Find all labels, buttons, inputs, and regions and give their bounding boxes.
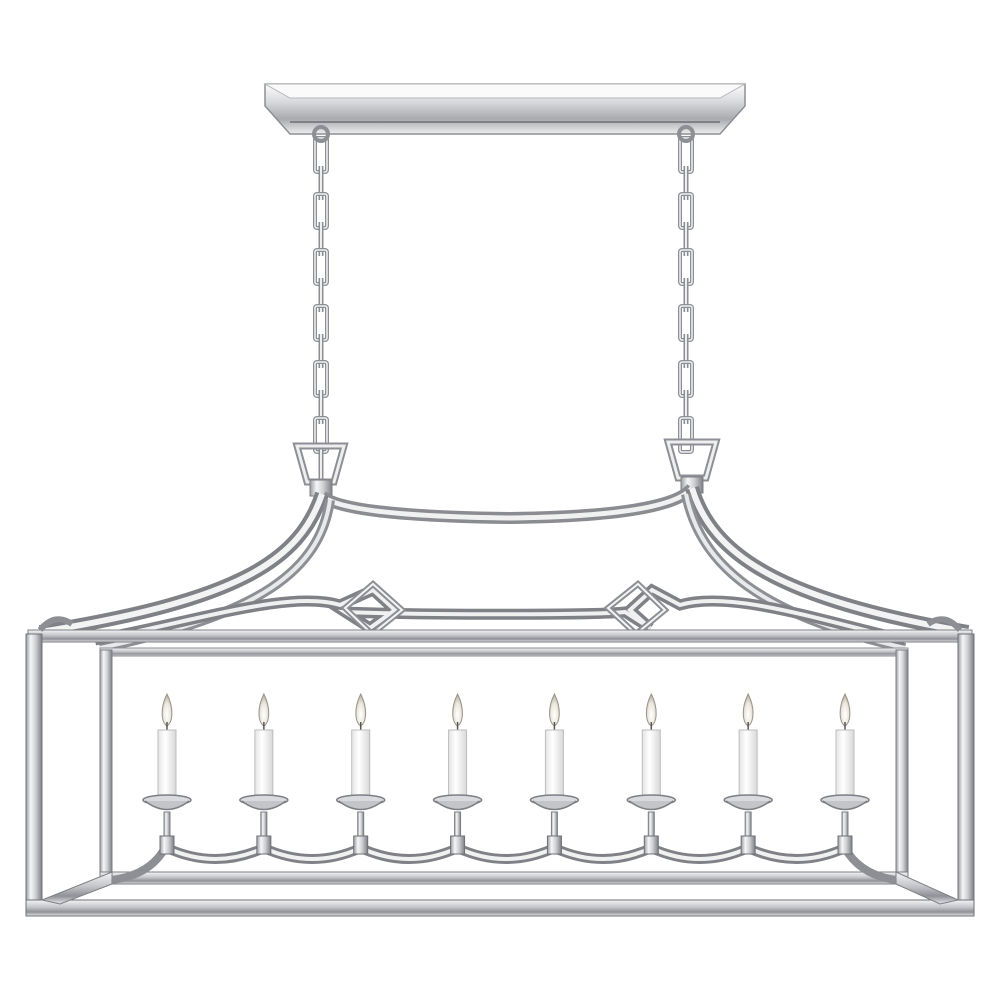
candle-flame <box>258 692 270 727</box>
candle <box>432 692 483 855</box>
candle-flame <box>161 692 173 727</box>
chain-right <box>677 125 695 454</box>
chain-link-highlight <box>679 417 693 453</box>
candle-flame <box>452 692 463 727</box>
chain-ring <box>677 125 695 143</box>
candle-cup-base <box>256 835 272 855</box>
bobeche-cup <box>241 800 287 811</box>
candle-flame <box>645 692 657 727</box>
candle-sleeve <box>544 729 564 799</box>
lantern-frame <box>25 616 975 917</box>
candle-stem <box>357 811 365 839</box>
candle <box>529 692 580 855</box>
candle-sleeve <box>738 729 758 799</box>
bobeche-cup <box>338 800 384 811</box>
candle-cup-base <box>450 835 466 855</box>
candle-stem <box>550 811 558 839</box>
candle-cup-base <box>740 835 756 855</box>
candle-sleeve <box>448 729 468 799</box>
candle <box>142 692 192 855</box>
candle-stem <box>647 811 655 839</box>
candle-flame <box>549 692 560 727</box>
bobeche-cup <box>144 800 190 811</box>
chain-left <box>312 125 330 480</box>
candle <box>239 692 289 855</box>
candle-sleeve <box>157 729 177 799</box>
chain-ring <box>312 125 330 143</box>
candle-cup-base <box>546 835 562 855</box>
candle-sleeve <box>641 729 661 799</box>
candle-cup-base <box>643 835 659 855</box>
candle <box>626 692 677 855</box>
candle-sleeve <box>351 729 371 799</box>
candle-flame <box>839 692 851 727</box>
top-strap <box>318 483 697 525</box>
candle-stem <box>454 811 462 839</box>
candle-cup-base <box>837 835 853 855</box>
candle-flame <box>742 692 754 727</box>
candle-stem <box>744 811 752 839</box>
candle-sleeve <box>254 729 274 799</box>
candle-cup-base <box>159 835 175 855</box>
candle-stem <box>841 811 849 839</box>
candle-cup-base <box>353 835 369 855</box>
candle <box>723 692 773 855</box>
candle <box>820 692 870 855</box>
bobeche-cup <box>435 800 481 811</box>
bobeche-cup <box>822 800 868 811</box>
bobeche-cup <box>725 800 771 811</box>
bobeche-cup <box>628 800 674 811</box>
candle-stem <box>260 811 268 839</box>
candle <box>335 692 386 855</box>
bobeche-cup <box>531 800 577 811</box>
candle-sleeve <box>835 729 855 799</box>
candle-flame <box>355 692 367 727</box>
ceiling-canopy <box>263 83 747 135</box>
candle-group <box>142 692 870 855</box>
candle-stem <box>163 811 171 839</box>
